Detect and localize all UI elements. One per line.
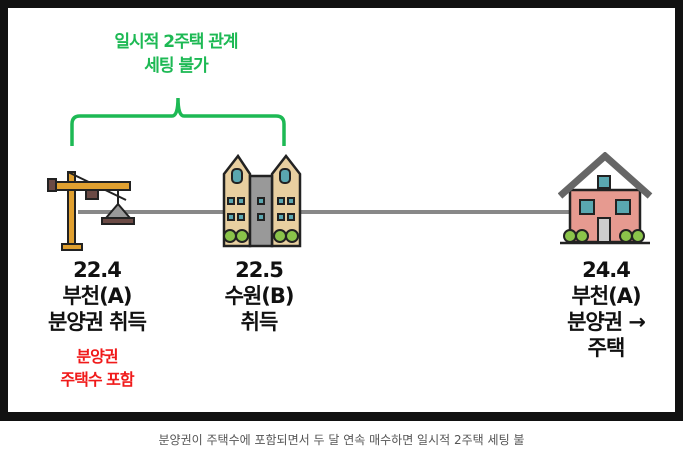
house-icon: [558, 152, 653, 245]
apartment-building-icon: [222, 154, 302, 248]
caption: 분양권이 주택수에 포함되면서 두 달 연속 매수하면 일시적 2주택 세팅 불: [158, 433, 525, 447]
crane-icon: [47, 171, 135, 251]
